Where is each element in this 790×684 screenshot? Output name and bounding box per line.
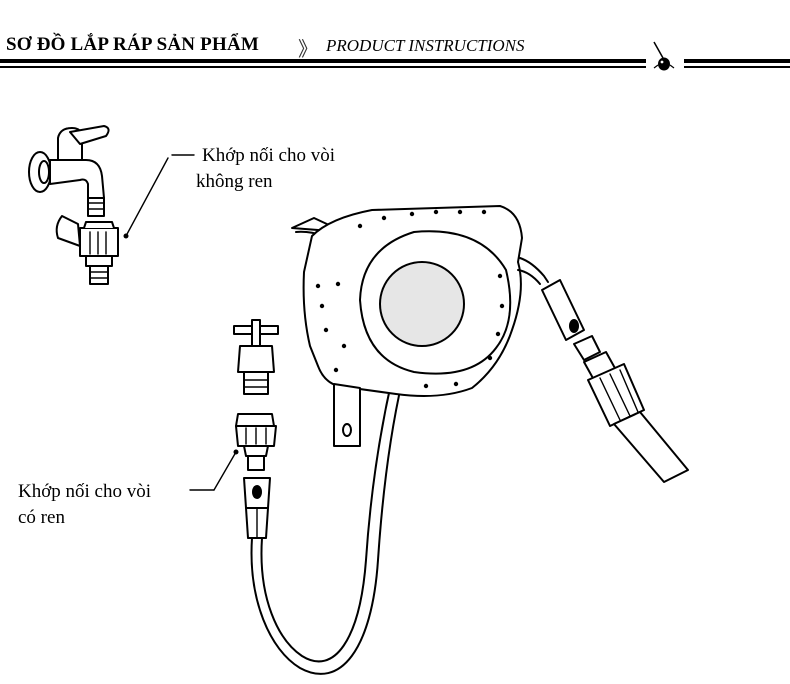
hose-reel <box>291 205 549 447</box>
hose-connector <box>243 477 271 539</box>
leader-threaded <box>213 451 237 491</box>
header-rule-thick-right <box>684 59 790 63</box>
hose <box>250 349 411 675</box>
adapter-threaded <box>235 413 277 471</box>
faucet-unthreaded <box>28 125 110 217</box>
header-rule-thin-right <box>684 66 790 68</box>
leader-unthreaded <box>125 157 169 237</box>
bug-icon <box>653 41 675 71</box>
page-header: SƠ ĐỒ LẮP RÁP SẢN PHẨM 》 PRODUCT INSTRUC… <box>0 0 790 80</box>
title-english: PRODUCT INSTRUCTIONS <box>326 36 525 55</box>
title-separator: 》 <box>298 39 318 61</box>
title-vietnamese: SƠ ĐỒ LẮP RÁP SẢN PHẨM <box>6 34 259 55</box>
reel-window <box>379 261 465 347</box>
callout-threaded-line2: có ren <box>18 507 65 528</box>
callout-unthreaded-line2: không ren <box>196 171 273 192</box>
callout-threaded-line1: Khớp nối cho vòi <box>18 481 152 502</box>
adapter-unthreaded <box>55 215 119 285</box>
header-rule-thick <box>0 59 646 63</box>
header-rule-thin <box>0 66 646 68</box>
spray-nozzle <box>583 351 689 483</box>
faucet-threaded <box>233 319 279 395</box>
callout-unthreaded-line1: Khớp nối cho vòi <box>202 145 336 166</box>
reel-outlet-connector <box>541 279 601 361</box>
